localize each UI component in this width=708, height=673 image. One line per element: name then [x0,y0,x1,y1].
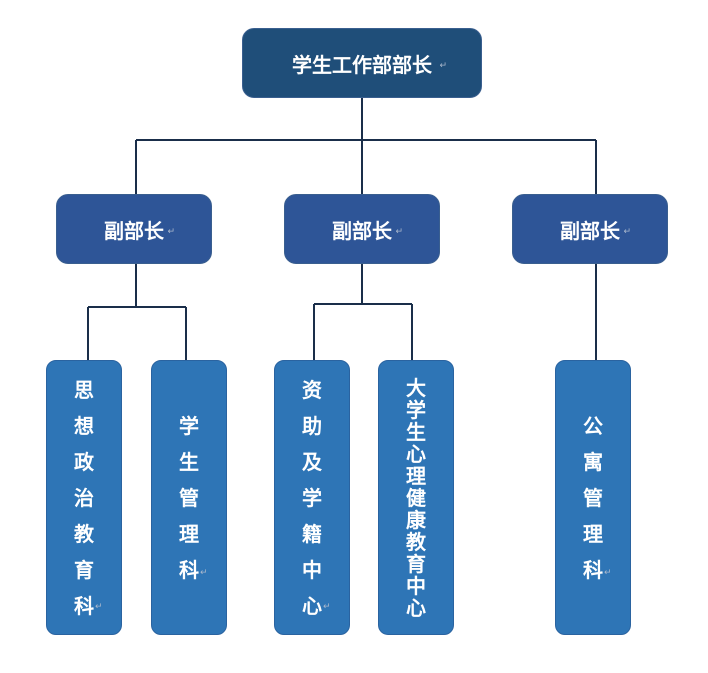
unit-label: 学 生 管 理 科 [179,413,199,582]
paragraph-mark-icon: ↵ [167,227,175,237]
deputy-node-left: 副部长 ↵ [56,194,212,264]
deputy-title: 副部长 [332,218,392,243]
unit-node-mental-health: 大 学 生 心 理 健 康 教 育 中 心 [378,360,454,635]
paragraph-mark-icon: ↵ [200,568,208,578]
unit-node-student-management: 学 生 管 理 科 ↵ [151,360,227,635]
deputy-title: 副部长 [104,218,164,243]
head-title: 学生工作部部长 [292,52,432,77]
unit-node-aid-and-records: 资 助 及 学 籍 中 心 ↵ [274,360,350,635]
deputy-title: 副部长 [560,218,620,243]
unit-label: 思 想 政 治 教 育 科 [74,377,94,618]
deputy-node-right: 副部长 ↵ [512,194,668,264]
unit-node-dormitory-management: 公 寓 管 理 科 ↵ [555,360,631,635]
unit-node-ideological-education: 思 想 政 治 教 育 科 ↵ [46,360,122,635]
unit-label: 资 助 及 学 籍 中 心 [302,377,322,618]
paragraph-mark-icon: ↵ [604,568,612,578]
unit-label: 公 寓 管 理 科 [583,413,603,582]
deputy-node-middle: 副部长 ↵ [284,194,440,264]
unit-label: 大 学 生 心 理 健 康 教 育 中 心 [406,375,426,620]
paragraph-mark-icon: ↵ [439,61,447,71]
paragraph-mark-icon: ↵ [623,227,631,237]
paragraph-mark-icon: ↵ [395,227,403,237]
paragraph-mark-icon: ↵ [95,602,103,612]
paragraph-mark-icon: ↵ [323,602,331,612]
head-node: 学生工作部部长 ↵ [242,28,482,98]
